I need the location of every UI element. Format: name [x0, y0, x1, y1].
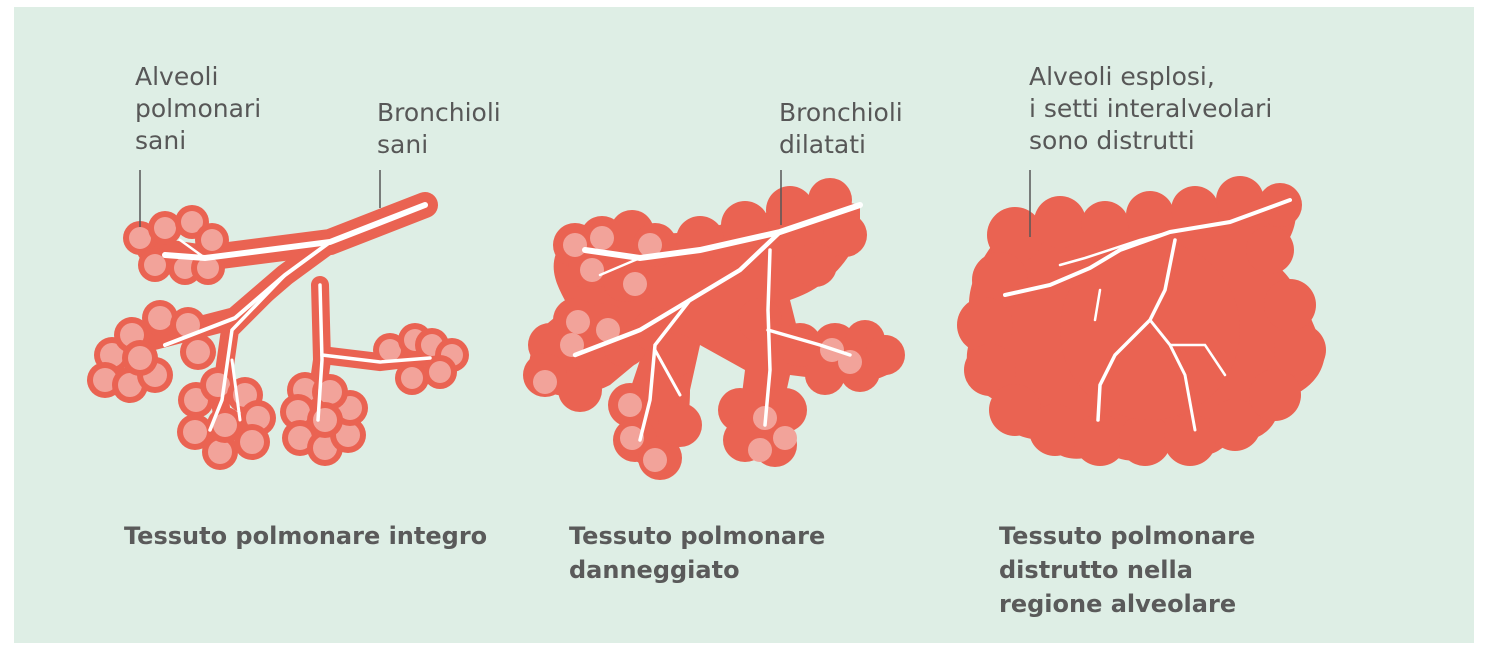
destroyed-tissue-mass: [957, 176, 1326, 466]
label-healthy-bronchioles: Bronchioli sani: [377, 97, 501, 161]
caption-healthy-tissue: Tessuto polmonare integro: [124, 519, 487, 553]
label-healthy-alveoli: Alveoli polmonari sani: [135, 61, 261, 157]
healthy-tissue-illustration: [87, 205, 469, 470]
damaged-tissue-illustration: [523, 178, 905, 480]
label-exploded-alveoli: Alveoli esplosi, i setti interalveolari …: [1029, 61, 1272, 157]
caption-destroyed-tissue: Tessuto polmonare distrutto nella region…: [999, 519, 1255, 621]
caption-damaged-tissue: Tessuto polmonare danneggiato: [569, 519, 825, 587]
alveoli-cluster-bottom-left: [177, 367, 276, 470]
label-dilated-bronchioles: Bronchioli dilatati: [779, 97, 903, 161]
destroyed-tissue-illustration: [957, 176, 1326, 466]
alveoli-cluster-bottom-middle: [280, 372, 368, 466]
